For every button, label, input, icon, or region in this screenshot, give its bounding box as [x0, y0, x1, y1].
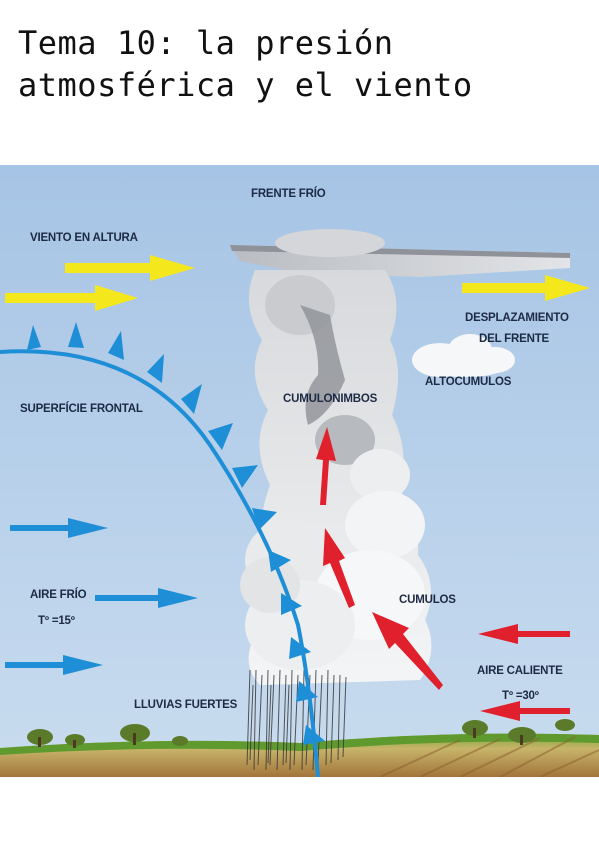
- cold-air-arrow-2: [95, 588, 198, 608]
- altocumulus-cloud: [412, 334, 515, 377]
- rising-air-arrow-3: [316, 427, 336, 505]
- label-temp-frio: Tº =15º: [38, 615, 75, 627]
- label-cumulonimbos: CUMULONIMBOS: [283, 393, 378, 405]
- title-line-2: atmosférica y el viento: [18, 66, 473, 104]
- label-desplazamiento-1: DESPLAZAMIENTO: [465, 312, 569, 324]
- label-lluvias-fuertes: LLUVIAS FUERTES: [134, 699, 238, 711]
- label-desplazamiento-2: DEL FRENTE: [479, 333, 550, 345]
- high-wind-arrow-1: [65, 255, 195, 281]
- label-altocumulos: ALTOCUMULOS: [425, 376, 512, 388]
- cold-air-arrow-1: [10, 518, 108, 538]
- warm-air-arrows: [316, 427, 570, 721]
- label-frente-frio: FRENTE FRÍO: [251, 187, 326, 200]
- label-cumulos: CUMULOS: [399, 594, 456, 606]
- label-aire-frio: AIRE FRÍO: [30, 588, 87, 601]
- high-wind-arrow-3: [462, 275, 590, 301]
- warm-air-arrow-right-1: [478, 624, 570, 644]
- trees: [27, 719, 575, 748]
- warm-air-arrow-right-2: [480, 701, 570, 721]
- page-title: Tema 10: la presión atmosférica y el vie…: [18, 22, 588, 106]
- high-wind-arrows: [5, 255, 590, 311]
- title-line-1: Tema 10: la presión: [18, 24, 394, 62]
- anvil-cloud: [230, 229, 570, 277]
- cold-air-arrows: [5, 518, 198, 675]
- label-aire-caliente: AIRE CALIENTE: [477, 665, 563, 677]
- high-wind-arrow-2: [5, 285, 138, 311]
- frontal-surface: [0, 322, 325, 777]
- rain: [246, 669, 347, 771]
- label-superficie-frontal: SUPERFÍCIE FRONTAL: [20, 402, 143, 415]
- ground: [0, 733, 599, 777]
- cold-front-diagram: FRENTE FRÍO VIENTO EN ALTURA DESPLAZAMIE…: [0, 165, 599, 777]
- label-temp-caliente: Tº =30º: [502, 690, 539, 702]
- cold-air-arrow-3: [5, 655, 103, 675]
- rising-air-arrow-1: [372, 612, 443, 690]
- label-viento-altura: VIENTO EN ALTURA: [30, 232, 138, 244]
- rising-air-arrow-2: [323, 528, 355, 608]
